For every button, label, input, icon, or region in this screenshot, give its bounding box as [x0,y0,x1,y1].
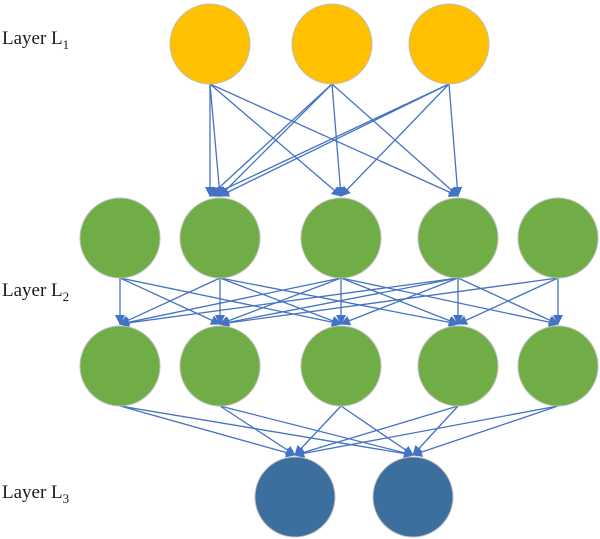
edge-l2b-3-to-l3-0 [294,405,459,458]
edge-l2a-3-to-l2b-0-13 [119,277,459,328]
edge-l2a-4-to-l2b-3-16 [457,277,559,325]
edge-l1-2-to-l2a-0 [209,83,450,197]
node-row2-5 [517,197,599,279]
node-row3-1 [79,325,161,407]
layer-label-3: Layer L3 [2,482,70,506]
edge-l1-1-to-l2a-2 [331,83,346,197]
edge-l1-2-to-l2a-1 [219,83,450,197]
edge-l2b-1-to-l3-0 [219,405,296,456]
node-row4-1 [254,456,336,538]
node-row3-3 [300,325,382,407]
edge-l2b-0-to-l3-0 [119,405,296,458]
edge-l2b-4-to-l3-1 [412,405,559,457]
edge-l2b-3-to-l3-1 [412,405,459,456]
nodes-group [79,3,599,538]
edge-l1-1-to-l2a-1 [219,83,333,197]
node-row2-1 [79,197,161,279]
node-row1-2 [291,3,373,85]
edge-l2a-2-to-l2b-4-12 [340,277,559,328]
edge-l1-1-to-l2a-0 [209,83,333,197]
edge-l2a-2-to-l2b-0-11 [119,277,342,328]
node-row2-3 [300,197,382,279]
edge-l2b-2-to-l3-0 [294,405,342,456]
edge-l1-0-to-l2a-1 [209,83,225,197]
edge-l2b-1-to-l3-1 [219,405,414,458]
layer-label-2: Layer L2 [2,280,70,304]
layer-label-1: Layer L1 [2,28,70,52]
edge-l1-2-to-l2a-2 [340,83,450,197]
edge-l2a-0-to-l2b-1-9 [119,277,221,325]
node-row2-4 [417,197,499,279]
edges-group [115,83,563,459]
node-row3-5 [517,325,599,407]
node-row3-4 [417,325,499,407]
edge-l2a-4-to-l2b-1-15 [219,277,559,328]
node-row2-2 [179,197,261,279]
edge-l2a-3-to-l2b-2-7 [340,277,459,326]
edge-l1-2-to-l2a-3 [448,83,463,197]
node-row1-3 [408,3,490,85]
edge-l2a-1-to-l2b-2-10 [219,277,342,326]
node-row4-2 [372,456,454,538]
node-row1-1 [169,3,251,85]
edge-l2b-0-to-l3-1 [119,405,414,459]
edge-l2b-4-to-l3-0 [294,405,559,459]
edge-l2a-3-to-l2b-1-19 [219,277,459,328]
node-row3-2 [179,325,261,407]
